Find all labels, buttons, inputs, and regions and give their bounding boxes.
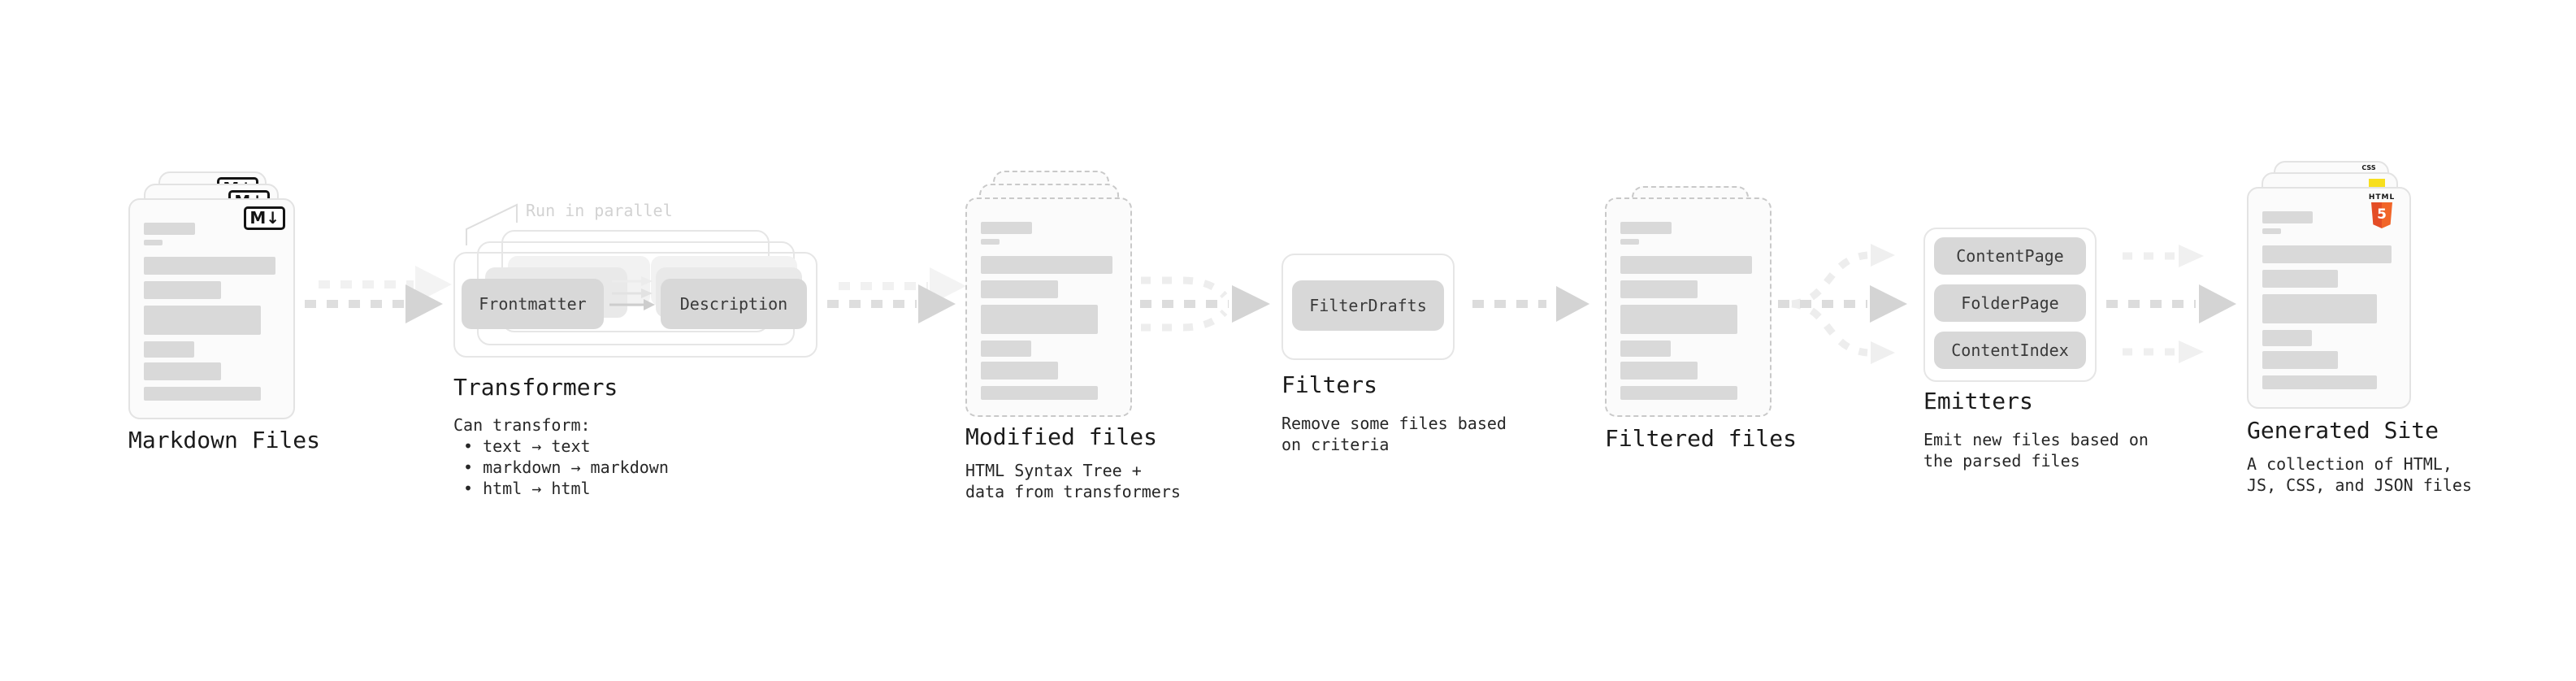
- description-line: JS, CSS, and JSON files: [2247, 475, 2472, 495]
- skeleton-line: [981, 386, 1098, 400]
- skeleton-line: [144, 281, 222, 299]
- bullet-line: • markdown → markdown: [463, 458, 669, 477]
- stage-title-transformers: Transformers: [453, 374, 618, 401]
- arrow-emitters-to-generated: [2106, 245, 2236, 363]
- stage-title-filters: Filters: [1281, 371, 1378, 398]
- skeleton-line: [144, 306, 261, 335]
- file-skeleton: [2249, 189, 2409, 389]
- skeleton-line: [981, 239, 1000, 245]
- file-card-front: M↓: [128, 198, 295, 419]
- description-line: on criteria: [1281, 435, 1390, 454]
- js-icon: [2369, 179, 2385, 189]
- bullet-line: • html → html: [463, 479, 591, 498]
- skeleton-line: [2262, 294, 2378, 323]
- markdown-icon: M↓: [244, 206, 285, 230]
- transformer-pill-frontmatter: Frontmatter: [462, 279, 604, 329]
- emitter-pill-contentindex: ContentIndex: [1934, 332, 2086, 369]
- stage-title-filtered-files: Filtered files: [1605, 425, 1798, 452]
- filters-description: Remove some files based on criteria: [1281, 413, 1507, 455]
- skeleton-line: [144, 223, 196, 235]
- emitters-description: Emit new files based on the parsed files: [1923, 429, 2149, 471]
- html5-icon-shield: 5: [2371, 202, 2392, 228]
- skeleton-line: [2262, 330, 2312, 346]
- skeleton-line: [144, 341, 194, 358]
- stage-title-emitters: Emitters: [1923, 388, 2033, 414]
- pill-to-pill-arrows: [609, 276, 655, 310]
- description-line: the parsed files: [1923, 451, 2080, 471]
- arrow-filtered-to-emitters: [1778, 244, 1907, 364]
- emitter-pill-contentpage: ContentPage: [1934, 237, 2086, 275]
- skeleton-line: [1620, 239, 1640, 245]
- description-line: data from transformers: [965, 482, 1181, 501]
- skeleton-line: [1620, 222, 1672, 234]
- arrow-transformers-to-modified: [827, 267, 966, 323]
- file-skeleton: [967, 199, 1130, 400]
- skeleton-line: [2262, 270, 2339, 288]
- description-line: Remove some files based: [1281, 414, 1507, 433]
- description-line: HTML Syntax Tree +: [965, 461, 1142, 480]
- skeleton-line: [2262, 351, 2339, 369]
- skeleton-line: [2262, 375, 2378, 389]
- skeleton-line: [1620, 256, 1752, 274]
- run-in-parallel-note: Run in parallel: [526, 201, 673, 220]
- skeleton-line: [981, 280, 1059, 298]
- skeleton-line: [1620, 362, 1698, 380]
- skeleton-line: [981, 256, 1112, 274]
- skeleton-line: [2262, 211, 2314, 223]
- arrow-modified-to-filters: [1140, 276, 1270, 332]
- skeleton-line: [981, 305, 1098, 334]
- skeleton-line: [981, 362, 1059, 380]
- emitter-pill-folderpage: FolderPage: [1934, 284, 2086, 322]
- skeleton-line: [1620, 340, 1671, 357]
- html5-icon-label: HTML: [2368, 193, 2396, 202]
- skeleton-line: [144, 387, 261, 401]
- skeleton-line: [981, 340, 1031, 357]
- skeleton-line: [1620, 280, 1698, 298]
- file-card-front: HTML 5: [2247, 187, 2411, 409]
- stage-title-markdown-files: Markdown Files: [128, 427, 321, 453]
- html5-icon: HTML 5: [2362, 193, 2401, 228]
- transformers-description: Can transform: • text → text • markdown …: [453, 414, 669, 499]
- description-line: A collection of HTML,: [2247, 454, 2452, 474]
- description-line: Can transform:: [453, 415, 591, 435]
- file-skeleton: [1607, 199, 1770, 400]
- arrow-filters-to-filtered: [1472, 286, 1589, 322]
- filters-box: [1281, 254, 1455, 360]
- skeleton-line: [144, 257, 275, 275]
- bullet-line: • text → text: [463, 436, 591, 456]
- transformer-pill-description: Description: [661, 279, 807, 329]
- skeleton-line: [2262, 228, 2281, 234]
- file-card-front: [1605, 197, 1772, 417]
- generated-site-description: A collection of HTML, JS, CSS, and JSON …: [2247, 453, 2472, 496]
- description-line: Emit new files based on: [1923, 430, 2149, 449]
- skeleton-line: [144, 240, 163, 245]
- file-skeleton: [130, 200, 293, 401]
- skeleton-line: [1620, 305, 1737, 334]
- skeleton-line: [1620, 386, 1737, 400]
- filter-pill-filterdrafts: FilterDrafts: [1292, 280, 1444, 331]
- css-icon-label: CSS: [2361, 164, 2376, 171]
- arrow-markdown-to-transformers: [305, 266, 452, 323]
- transformer-box-front: [453, 252, 817, 358]
- stage-title-modified-files: Modified files: [965, 423, 1158, 450]
- stage-title-generated-site: Generated Site: [2247, 417, 2439, 444]
- transformer-detail-layer: [466, 203, 655, 310]
- skeleton-line: [2262, 245, 2392, 263]
- note-callout-line: [466, 203, 518, 245]
- modified-files-description: HTML Syntax Tree + data from transformer…: [965, 460, 1181, 502]
- file-card-front: [965, 197, 1132, 417]
- emitters-box: [1923, 228, 2097, 382]
- skeleton-line: [144, 362, 222, 380]
- skeleton-line: [981, 222, 1033, 234]
